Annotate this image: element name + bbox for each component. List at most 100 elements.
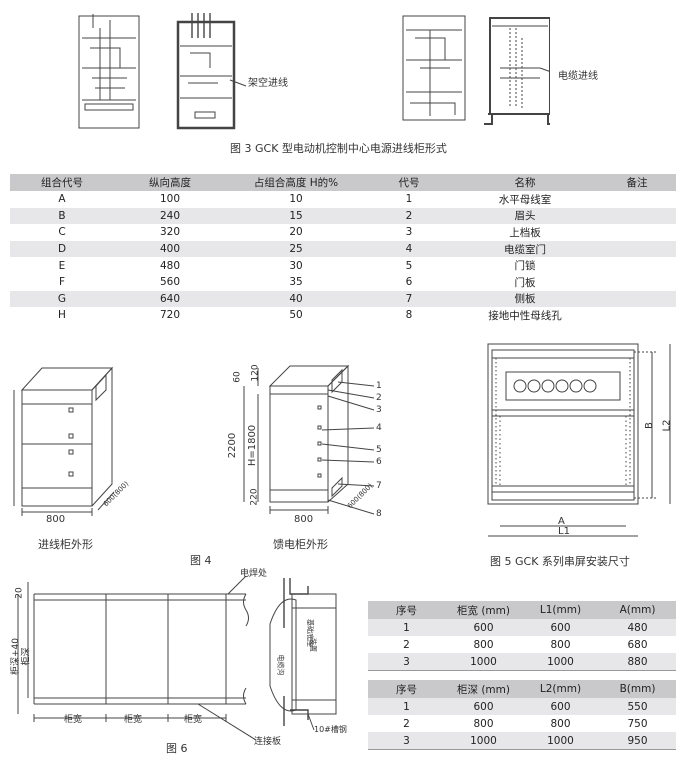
cable-incoming-label: 电缆进线 <box>558 71 598 82</box>
feeder-width-dim: 800 <box>294 514 314 525</box>
cell: 1000 <box>522 653 599 671</box>
feeder-dim-60: 60 <box>232 371 243 383</box>
width-label-2: 柜宽 <box>124 715 143 725</box>
cell: 接地中性母线孔 <box>488 309 562 322</box>
table-row: F 560 35 6 门板 <box>10 274 676 291</box>
header-index: 序号 <box>368 680 445 698</box>
cell: 950 <box>599 732 676 750</box>
table-row: D 400 25 4 电缆室门 <box>10 240 676 258</box>
incoming-width-dim: 800 <box>46 514 66 525</box>
dim-L2: L2 <box>661 419 673 432</box>
feeder-cabinet-drawing <box>228 360 378 525</box>
header-height-percent: 占组合高度 H的% <box>226 174 366 191</box>
cell: 25 <box>226 240 366 258</box>
figure-3-drawing <box>70 8 550 136</box>
cell: 1000 <box>445 732 522 750</box>
table-header-row: 序号 柜深 (mm) L2(mm) B(mm) <box>368 680 676 698</box>
table-row: 1 600 600 480 <box>368 619 676 636</box>
cell: 750 <box>627 717 648 730</box>
cell: 4 <box>366 240 452 258</box>
channel-steel-label: 10#槽钢 <box>314 725 347 734</box>
header-code: 代号 <box>366 174 452 191</box>
table-row: A 100 10 1 水平母线室 <box>10 191 676 208</box>
header-L2: L2(mm) <box>522 680 599 698</box>
feeder-callout-2: 2 <box>376 393 382 403</box>
cell: 680 <box>627 638 648 651</box>
cell <box>598 290 676 308</box>
cell <box>598 224 676 241</box>
cell: 600 <box>445 619 522 636</box>
cell: 5 <box>405 259 413 272</box>
cell: 40 <box>226 290 366 308</box>
figure-5-caption: 图 5 GCK 系列串屏安装尺寸 <box>490 555 630 568</box>
width-label-3: 柜宽 <box>184 715 203 725</box>
feeder-cabinet-caption: 馈电柜外形 <box>273 538 328 551</box>
header-B: B(mm) <box>599 680 676 698</box>
cell: 8 <box>405 309 413 322</box>
feeder-callout-5: 5 <box>376 445 382 455</box>
feeder-callout-8: 8 <box>376 509 382 519</box>
cell: 3 <box>368 732 445 750</box>
cell: 30 <box>289 259 303 272</box>
cell: B <box>10 207 114 225</box>
section-note-1: 电缆沟 <box>276 654 285 676</box>
cell: C <box>58 226 66 239</box>
width-label-1: 柜宽 <box>64 715 83 725</box>
table-row: 3 1000 1000 950 <box>368 732 676 750</box>
header-combo-code: 组合代号 <box>10 174 114 191</box>
cell: 15 <box>226 207 366 225</box>
cell: 6 <box>405 276 413 289</box>
cell <box>598 207 676 225</box>
header-remark: 备注 <box>598 174 676 191</box>
header-cabinet-depth: 柜深 (mm) <box>445 680 522 698</box>
table-row: 3 1000 1000 880 <box>368 653 676 671</box>
cell: 门锁 <box>514 260 536 273</box>
cell: 480 <box>599 619 676 636</box>
feeder-callout-3: 3 <box>376 405 382 415</box>
figure-6-drawing <box>8 564 358 746</box>
cell <box>598 274 676 291</box>
table-row: E 480 30 5 门锁 <box>10 257 676 274</box>
header-name: 名称 <box>452 174 598 191</box>
depth-label: 柜深 <box>21 647 32 666</box>
dim-B: B <box>643 422 655 429</box>
dim-20: 20 <box>14 587 25 599</box>
cell: A <box>58 193 66 206</box>
cell: 480 <box>159 259 181 272</box>
table-row: B 240 15 2 眉头 <box>10 207 676 225</box>
table-row: C 320 20 3 上档板 <box>10 224 676 241</box>
cell: 1000 <box>445 653 522 671</box>
cell: 640 <box>114 290 226 308</box>
cell: 800 <box>473 638 494 651</box>
cell: 560 <box>159 276 181 289</box>
feeder-callout-6: 6 <box>376 457 382 467</box>
feeder-callout-7: 7 <box>376 481 382 491</box>
cell: 2 <box>403 717 410 730</box>
cell: D <box>10 240 114 258</box>
dim-L1: L1 <box>558 526 570 537</box>
cell: 550 <box>599 698 676 715</box>
cell: 3 <box>368 653 445 671</box>
figure-3-caption: 图 3 GCK 型电动机控制中心电源进线柜形式 <box>230 142 447 155</box>
header-L1: L1(mm) <box>522 601 599 619</box>
feeder-callout-1: 1 <box>376 381 382 391</box>
cell: 880 <box>599 653 676 671</box>
table-row: H 720 50 8 接地中性母线孔 <box>10 307 676 324</box>
cell: 1 <box>368 698 445 715</box>
cell: 10 <box>289 193 303 206</box>
cell: F <box>58 276 66 289</box>
cell: 7 <box>366 290 452 308</box>
incoming-cabinet-caption: 进线柜外形 <box>38 538 93 551</box>
table-row: 1 600 600 550 <box>368 698 676 715</box>
feeder-dim-120: 120 <box>250 364 261 382</box>
cell: 1 <box>368 619 445 636</box>
cell: 600 <box>522 698 599 715</box>
figure-4-caption: 图 4 <box>190 554 212 567</box>
header-index: 序号 <box>368 601 445 619</box>
cell: 400 <box>114 240 226 258</box>
cell: 1 <box>405 193 413 206</box>
table-row: 2 800 800 750 <box>368 715 676 732</box>
header-cabinet-width: 柜宽 (mm) <box>445 601 522 619</box>
cell: E <box>58 259 66 272</box>
table-row: G 640 40 7 侧板 <box>10 290 676 308</box>
